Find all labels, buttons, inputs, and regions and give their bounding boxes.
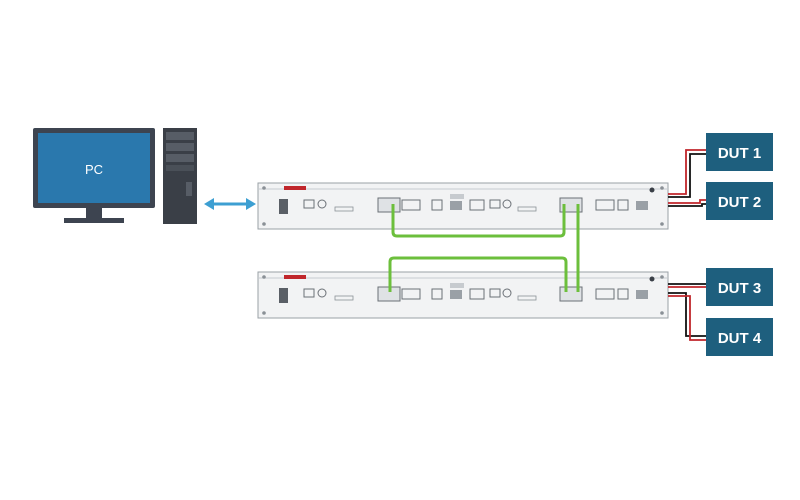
dut-wiring: [668, 149, 706, 341]
monitor-neck: [86, 208, 102, 218]
green-cables: [388, 204, 580, 292]
bidirectional-arrow-icon: [204, 198, 256, 210]
rack-unit-2: [257, 271, 669, 319]
dut-box-1: DUT 1: [706, 133, 773, 171]
pc-tower-icon: [163, 128, 197, 224]
dut-box-2: DUT 2: [706, 182, 773, 220]
dut-label-4: DUT 4: [718, 330, 762, 347]
rack-unit-1: [257, 182, 669, 230]
dut-label-2: DUT 2: [718, 194, 761, 211]
dut-box-3: DUT 3: [706, 268, 773, 306]
dut-box-4: DUT 4: [706, 318, 773, 356]
dut-label-1: DUT 1: [718, 145, 761, 162]
monitor-screen: [38, 133, 150, 203]
pc-label: PC: [85, 162, 103, 177]
cable-b: [388, 256, 568, 292]
cable-a: [391, 204, 566, 238]
dut-label-3: DUT 3: [718, 280, 761, 297]
pc-monitor: PC: [33, 128, 155, 223]
monitor-stand: [64, 218, 124, 223]
